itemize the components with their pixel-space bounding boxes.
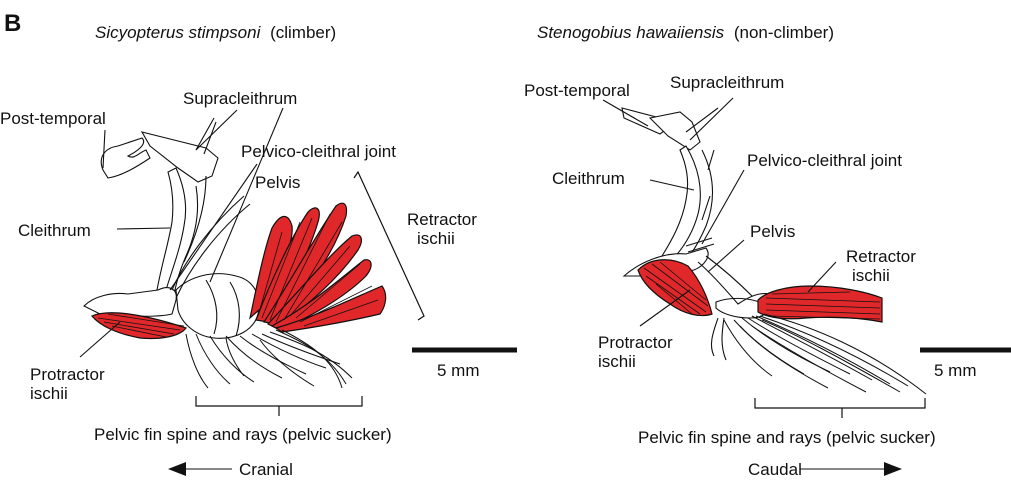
right-label-supracleithrum: Supracleithrum: [670, 73, 784, 92]
right-fin-rays: [724, 314, 926, 394]
left-label-retractor: Retractor ischii: [407, 210, 482, 248]
right-species-name: Stenogobius hawaiiensis: [537, 23, 725, 42]
left-direction-label: Cranial: [239, 460, 293, 479]
right-direction-label: Caudal: [748, 460, 802, 479]
right-cleithrum-bone: [662, 146, 700, 262]
right-pelvis-bone: [698, 256, 770, 304]
right-label-cleithrum: Cleithrum: [552, 169, 625, 188]
left-illustration: [80, 108, 517, 476]
left-fin-rays: [186, 330, 352, 388]
right-label-protractor: Protractor ischii: [598, 333, 677, 371]
right-scale-label: 5 mm: [934, 361, 977, 380]
left-cleithrum-bone: [156, 168, 186, 296]
left-label-protractor: Protractor ischii: [30, 365, 109, 403]
panel-label: B: [4, 10, 21, 37]
left-pelvis-bone: [176, 274, 259, 339]
left-scale-label: 5 mm: [437, 361, 480, 380]
left-label-pelvis: Pelvis: [255, 173, 300, 192]
right-arrow-head: [884, 462, 902, 476]
right-label-fin: Pelvic fin spine and rays (pelvic sucker…: [638, 428, 936, 447]
right-label-pelvis: Pelvis: [750, 222, 795, 241]
left-arrow-head: [168, 462, 186, 476]
left-label-supracleithrum: Supracleithrum: [183, 89, 297, 108]
left-species-note: (climber): [270, 23, 336, 42]
left-label-pelvico-cleithral-joint: Pelvico-cleithral joint: [241, 142, 396, 161]
left-label-post-temporal: Post-temporal: [0, 109, 106, 128]
right-species-note: (non-climber): [734, 23, 834, 42]
left-label-fin: Pelvic fin spine and rays (pelvic sucker…: [94, 425, 392, 444]
right-label-post-temporal: Post-temporal: [524, 81, 630, 100]
right-label-pelvico-cleithral-joint: Pelvico-cleithral joint: [747, 151, 902, 170]
right-species-title: Stenogobius hawaiiensis (non-climber): [537, 23, 834, 42]
right-protractor-ischii-muscle: [638, 260, 712, 316]
right-label-retractor: Retractor ischii: [846, 247, 921, 285]
left-species-title: Sicyopterus stimpsoni (climber): [95, 23, 336, 42]
left-head-region: [84, 288, 176, 317]
left-label-cleithrum: Cleithrum: [18, 221, 91, 240]
left-species-name: Sicyopterus stimpsoni: [95, 23, 262, 42]
left-post-temporal-bone: [101, 138, 150, 178]
